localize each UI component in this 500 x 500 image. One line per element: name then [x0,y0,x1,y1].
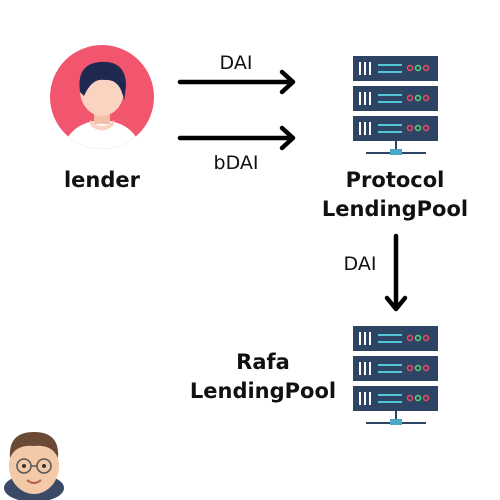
protocol-server-unit-1 [353,56,438,81]
rafa-label-line1: Rafa [236,350,290,374]
rafa-label-line2: LendingPool [189,379,337,403]
deposit-arrow-label: DAI [219,52,253,74]
rafa-label: Rafa LendingPool [168,348,358,406]
forward-arrow-label: DAI [343,253,377,275]
protocol-server-unit-3 [353,116,438,141]
protocol-server-stand [366,141,426,155]
rafa-server-icon [353,326,438,425]
arrow-forward [384,233,408,312]
protocol-server-icon [353,56,438,155]
memoji-avatar-icon [4,432,64,500]
rafa-server-stand [366,411,426,425]
rafa-server-unit-3 [353,386,438,411]
protocol-label-line2: LendingPool [321,197,469,221]
protocol-label-line1: Protocol [345,168,445,192]
arrow-receipt [177,125,296,151]
receipt-arrow-label: bDAI [213,152,259,174]
rafa-server-unit-1 [353,326,438,351]
protocol-server-unit-2 [353,86,438,111]
rafa-server-unit-2 [353,356,438,381]
lender-label: lender [63,168,141,192]
protocol-label: Protocol LendingPool [300,166,490,224]
arrow-deposit [177,69,296,95]
